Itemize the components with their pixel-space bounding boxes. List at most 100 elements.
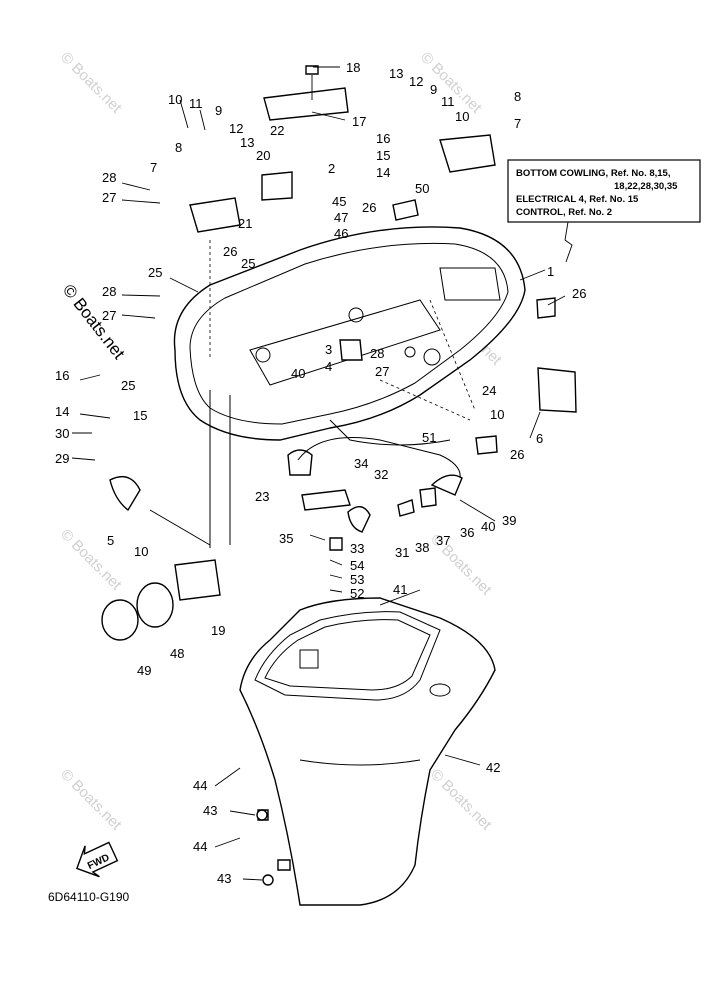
callout-25: 25	[121, 378, 135, 393]
callout-10: 10	[455, 109, 469, 124]
reference-line-4: CONTROL, Ref. No. 2	[516, 207, 612, 218]
callout-53: 53	[350, 572, 364, 587]
callout-11: 11	[189, 96, 203, 111]
callout-26: 26	[510, 447, 524, 462]
callout-35: 35	[279, 531, 293, 546]
callout-36: 36	[460, 525, 474, 540]
part-39	[430, 474, 463, 496]
callout-52: 52	[350, 586, 364, 601]
callout-31: 31	[395, 545, 409, 560]
callout-12: 12	[229, 121, 243, 136]
callout-40: 40	[481, 519, 495, 534]
callout-11: 11	[441, 94, 455, 109]
callout-40: 40	[291, 366, 305, 381]
callout-9: 9	[430, 82, 437, 97]
callout-33: 33	[350, 541, 364, 556]
callout-27: 27	[102, 190, 116, 205]
part-19	[174, 559, 221, 601]
callout-24: 24	[482, 383, 496, 398]
part-6	[537, 367, 577, 413]
diagram-code: 6D64110-G190	[48, 890, 129, 904]
fwd-arrow: FWD	[75, 841, 119, 878]
callout-10: 10	[490, 407, 504, 422]
callout-54: 54	[350, 558, 364, 573]
part-23	[287, 449, 313, 476]
callout-39: 39	[502, 513, 516, 528]
callout-51: 51	[422, 430, 436, 445]
callout-46: 46	[334, 226, 348, 241]
reference-box: BOTTOM COWLING, Ref. No. 8,15, 18,22,28,…	[507, 159, 701, 263]
callout-14: 14	[376, 165, 390, 180]
callout-12: 12	[409, 74, 423, 89]
callout-19: 19	[211, 623, 225, 638]
watermark: © Boats.net	[57, 49, 125, 117]
callout-5: 5	[107, 533, 114, 548]
callout-48: 48	[170, 646, 184, 661]
callout-15: 15	[376, 148, 390, 163]
callout-30: 30	[55, 426, 69, 441]
callout-28: 28	[102, 170, 116, 185]
callout-27: 27	[102, 308, 116, 323]
callout-18: 18	[346, 60, 360, 75]
callout-10: 10	[134, 544, 148, 559]
callout-41: 41	[393, 582, 407, 597]
callout-45: 45	[332, 194, 346, 209]
callout-2: 2	[328, 161, 335, 176]
callout-25: 25	[148, 265, 162, 280]
callout-labels: 18 17 13 12 9 8 11 10 7 16 15 14 50 26 1…	[55, 60, 586, 886]
reference-line-3: ELECTRICAL 4, Ref. No. 15	[516, 194, 639, 205]
watermark-bold: © Boats.net	[59, 281, 129, 363]
callout-8: 8	[514, 89, 521, 104]
callout-26: 26	[223, 244, 237, 259]
reference-line-2: 18,22,28,30,35	[614, 181, 678, 192]
part-49	[101, 599, 139, 641]
leader-lines	[71, 66, 566, 881]
part-5	[109, 476, 141, 512]
callout-21: 21	[238, 216, 252, 231]
callout-47: 47	[334, 210, 348, 225]
callout-29: 29	[55, 451, 69, 466]
small-parts	[101, 65, 577, 886]
callout-43: 43	[217, 871, 231, 886]
part-17	[263, 87, 349, 121]
part-48	[136, 582, 174, 628]
callout-44: 44	[193, 839, 207, 854]
bottom-cowling-upper	[173, 226, 526, 446]
callout-3: 3	[325, 342, 332, 357]
callout-26: 26	[362, 200, 376, 215]
callout-15: 15	[133, 408, 147, 423]
watermark: © Boats.net	[57, 766, 125, 834]
callout-4: 4	[325, 359, 332, 374]
callout-17: 17	[352, 114, 366, 129]
reference-line-1: BOTTOM COWLING, Ref. No. 8,15,	[516, 168, 670, 179]
callout-28: 28	[102, 284, 116, 299]
callout-10: 10	[168, 92, 182, 107]
callout-25: 25	[241, 256, 255, 271]
callout-7: 7	[514, 116, 521, 131]
callout-34: 34	[354, 456, 368, 471]
callout-50: 50	[415, 181, 429, 196]
callout-20: 20	[256, 148, 270, 163]
callout-16: 16	[376, 131, 390, 146]
callout-1: 1	[547, 264, 554, 279]
callout-42: 42	[486, 760, 500, 775]
callout-28: 28	[370, 346, 384, 361]
callout-27: 27	[375, 364, 389, 379]
callout-13: 13	[240, 135, 254, 150]
callout-26: 26	[572, 286, 586, 301]
callout-49: 49	[137, 663, 151, 678]
callout-37: 37	[436, 533, 450, 548]
callout-6: 6	[536, 431, 543, 446]
callout-14: 14	[55, 404, 69, 419]
callout-32: 32	[374, 467, 388, 482]
callout-9: 9	[215, 103, 222, 118]
callout-13: 13	[389, 66, 403, 81]
watermark: © Boats.net	[427, 766, 495, 834]
callout-16: 16	[55, 368, 69, 383]
callout-8: 8	[175, 140, 182, 155]
bottom-cowling-lower	[239, 597, 496, 906]
callout-23: 23	[255, 489, 269, 504]
watermark: © Boats.net	[57, 526, 125, 594]
callout-43: 43	[203, 803, 217, 818]
